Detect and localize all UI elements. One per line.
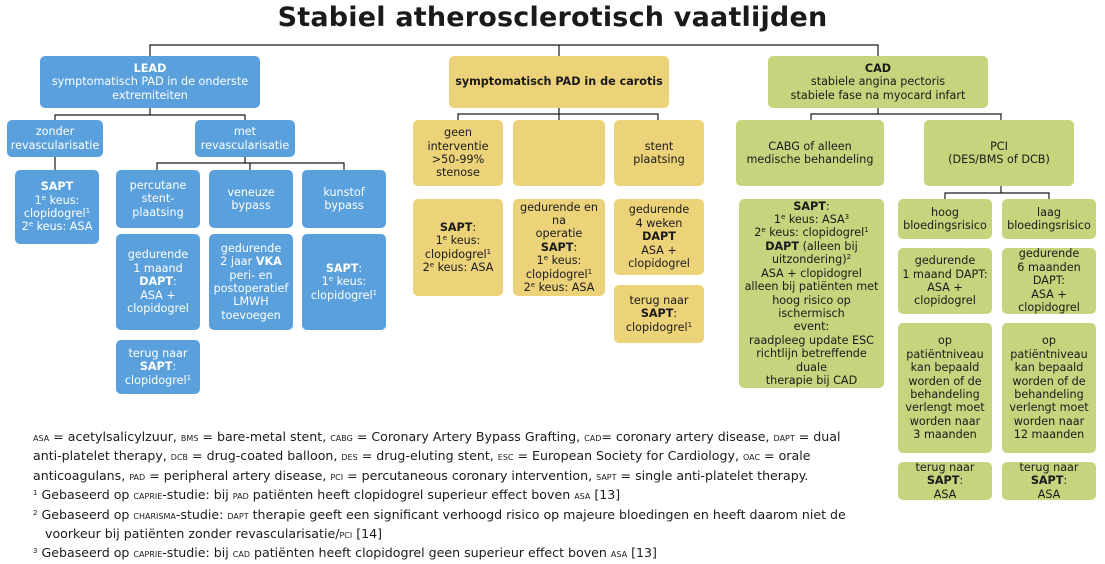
title-connector — [149, 44, 879, 56]
cad-cabg-sapt-box: SAPT: 1e keus: ASA3 2e keus: clopidogrel… — [739, 199, 884, 388]
pci-connector — [944, 186, 1050, 199]
carotis-header-box: symptomatisch PAD in de carotis — [449, 56, 669, 108]
lead-zonder-sapt-box: SAPT 1e keus: clopidogrel1 2e keus: ASA — [15, 170, 99, 244]
cad-pci-box: PCI (DES/BMS of DCB) — [924, 120, 1074, 186]
page-title: Stabiel atherosclerotisch vaatlijden — [277, 2, 828, 33]
lead-veneuze-vka-box: gedurende 2 jaar VKA peri- en postoperat… — [209, 234, 293, 330]
lead-header-box: LEAD symptomatisch PAD in de onderste ex… — [40, 56, 260, 108]
carotis-stentplaatsing-box: stent plaatsing — [614, 120, 704, 186]
carotis-geen-interventie-box: geen interventie >50-99% stenose — [413, 120, 503, 186]
lead-met-revascularisatie-box: met revascularisatie — [195, 120, 295, 157]
lead-kunstof-bypass-box: kunstof bypass — [302, 170, 386, 228]
lead-percutane-stentplaatsing-box: percutane stent- plaatsing — [116, 170, 200, 228]
lead-connector — [54, 108, 246, 120]
cad-laag-bloedingsrisico-box: laag bloedingsrisico — [1002, 199, 1096, 239]
carotis-empty-box — [513, 120, 605, 186]
carotis-stent-terug-box: terug naar SAPT: clopidogrel1 — [614, 285, 704, 343]
cad-hoog-bloedingsrisico-box: hoog bloedingsrisico — [898, 199, 992, 239]
lead-kunstof-sapt-box: SAPT: 1e keus: clopidogrel1 — [302, 234, 386, 330]
cad-hoog-patientniveau-box: op patiëntniveau kan bepaald worden of d… — [898, 323, 992, 453]
lead-veneuze-bypass-box: veneuze bypass — [209, 170, 293, 228]
cad-laag-terug-box: terug naar SAPT: ASA — [1002, 461, 1096, 501]
cad-cabg-box: CABG of alleen medische behandeling — [736, 120, 884, 186]
lead-percutane-terug-box: terug naar SAPT: clopidogrel1 — [116, 340, 200, 394]
lead-percutane-dapt-box: gedurende 1 maand DAPT: ASA + clopidogre… — [116, 234, 200, 330]
carotis-operatie-sapt-box: gedurende en na operatie SAPT: 1e keus: … — [513, 199, 605, 296]
cad-hoog-dapt-box: gedurende 1 maand DAPT: ASA + clopidogre… — [898, 248, 992, 314]
cad-connector — [810, 108, 1002, 120]
lead-zonder-revascularisatie-box: zonder revascularisatie — [7, 120, 103, 157]
footnote-2: 2 Gebaseerd op CHARISMA-studie: DAPT the… — [33, 506, 846, 542]
footnotes: ASA = acetylsalicylzuur, BMS = bare-meta… — [33, 428, 873, 564]
cad-header-box: CAD stabiele angina pectoris stabiele fa… — [768, 56, 988, 108]
cad-hoog-terug-box: terug naar SAPT: ASA — [898, 461, 992, 501]
footnote-1: 1 Gebaseerd op CAPRIE-studie: bij PAD pa… — [33, 487, 621, 503]
carotis-connector — [457, 108, 659, 120]
lead-met-connector — [156, 157, 345, 170]
footnote-3: 3 Gebaseerd op CAPRIE-studie: bij CAD pa… — [33, 545, 657, 561]
abbreviations-text: ASA = acetylsalicylzuur, BMS = bare-meta… — [33, 429, 841, 483]
carotis-geen-sapt-box: SAPT: 1e keus: clopidogrel1 2e keus: ASA — [413, 199, 503, 296]
cad-laag-patientniveau-box: op patiëntniveau kan bepaald worden of d… — [1002, 323, 1096, 453]
cad-laag-dapt-box: gedurende 6 maanden DAPT: ASA + clopidog… — [1002, 247, 1096, 314]
carotis-stent-dapt-box: gedurende 4 weken DAPT ASA + clopidogrel — [614, 199, 704, 275]
